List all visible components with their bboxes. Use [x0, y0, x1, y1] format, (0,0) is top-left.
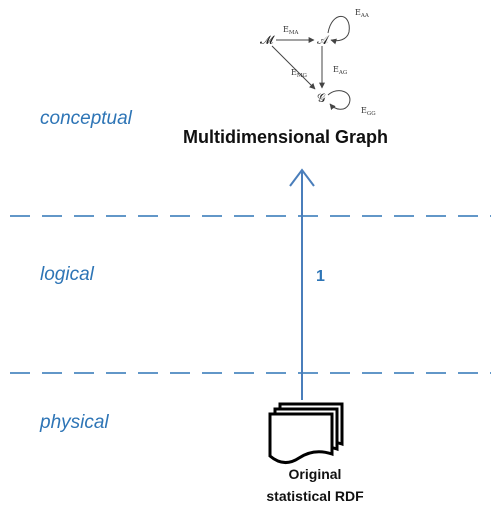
layer-label-physical: physical [40, 412, 109, 433]
edge-gg [327, 90, 351, 111]
graph-title: Multidimensional Graph [183, 127, 389, 147]
multidimensional-graph: 𝓜 𝒜 𝒢 EMA EMG EAG EAA EGG [260, 8, 376, 117]
layer-label-logical: logical [40, 264, 94, 285]
source-label: Original statistical RDF [240, 463, 390, 507]
source-label-line2: statistical RDF [266, 488, 364, 504]
node-a: 𝒜 [317, 33, 330, 47]
node-g: 𝒢 [317, 91, 326, 105]
node-m: 𝓜 [260, 33, 275, 47]
transformation-arrowhead [289, 168, 315, 187]
edge-label-ag: EAG [333, 65, 347, 76]
transformation-step-label: 1 [316, 268, 325, 285]
edge-mg [271, 45, 316, 90]
edge-label-aa: EAA [355, 8, 370, 19]
documents-icon [268, 402, 344, 464]
edge-aa [327, 15, 350, 45]
edge-label-mg: EMG [291, 68, 307, 79]
edge-label-gg: EGG [361, 106, 376, 117]
source-label-line1: Original [288, 466, 342, 482]
layer-label-conceptual: conceptual [40, 108, 132, 129]
edge-label-ma: EMA [283, 25, 299, 36]
